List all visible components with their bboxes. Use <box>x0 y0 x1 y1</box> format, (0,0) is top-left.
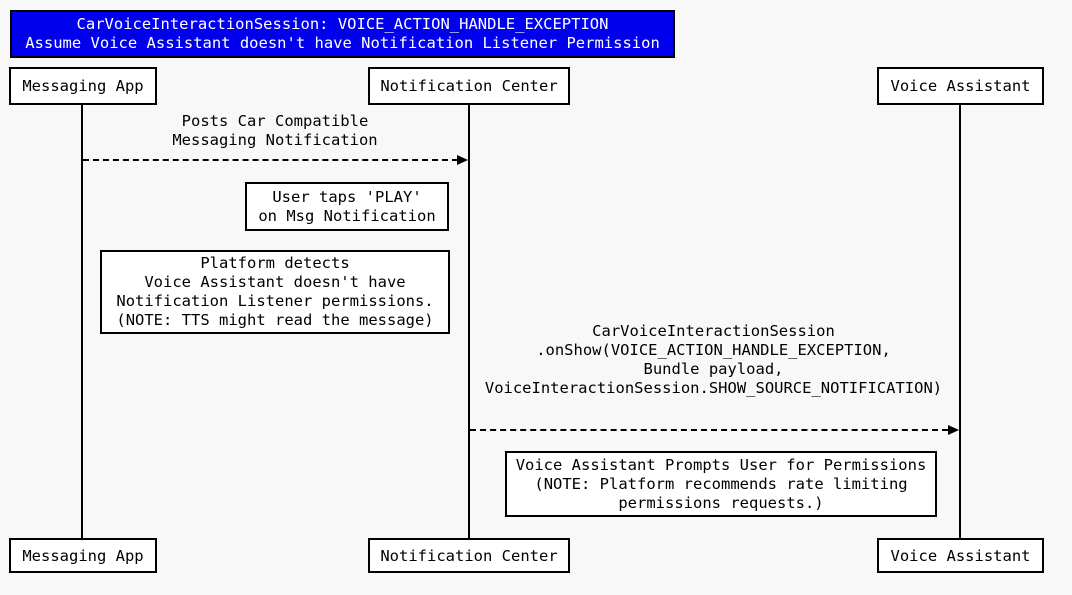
lifeline-messaging-app <box>81 105 83 538</box>
note-platform-detects: Platform detects Voice Assistant doesn't… <box>100 250 450 334</box>
note-line: Voice Assistant Prompts User for Permiss… <box>515 455 927 474</box>
participant-label: Messaging App <box>22 546 144 565</box>
message-label-post-notification: Posts Car Compatible Messaging Notificat… <box>85 112 465 150</box>
note-permission-prompt: Voice Assistant Prompts User for Permiss… <box>505 451 937 517</box>
participant-bottom-messaging-app: Messaging App <box>9 538 157 573</box>
note-user-taps-play: User taps 'PLAY' on Msg Notification <box>245 182 449 231</box>
diagram-title-line-1: CarVoiceInteractionSession: VOICE_ACTION… <box>76 15 609 33</box>
note-line: Platform detects <box>200 254 350 272</box>
participant-label: Notification Center <box>380 77 558 95</box>
participant-bottom-notification-center: Notification Center <box>368 538 570 573</box>
note-line: on Msg Notification <box>258 206 436 225</box>
participant-top-messaging-app: Messaging App <box>9 67 157 105</box>
participant-label: Messaging App <box>22 77 144 95</box>
diagram-title-line-2: Assume Voice Assistant doesn't have Noti… <box>25 34 660 52</box>
message-label-on-show: CarVoiceInteractionSession .onShow(VOICE… <box>468 322 959 398</box>
message-arrow-on-show <box>470 429 948 431</box>
participant-label: Voice Assistant <box>890 77 1031 95</box>
arrowhead-right-icon <box>948 425 959 435</box>
lifeline-notification-center <box>468 105 470 538</box>
note-line: User taps 'PLAY' <box>272 187 422 206</box>
note-line: permissions requests.) <box>618 493 824 512</box>
participant-bottom-voice-assistant: Voice Assistant <box>877 538 1044 573</box>
lifeline-voice-assistant <box>959 105 961 538</box>
participant-label: Voice Assistant <box>890 546 1031 565</box>
message-arrow-post-notification <box>83 159 458 161</box>
message-line: Bundle payload, <box>643 360 784 378</box>
message-line: Messaging Notification <box>172 131 378 149</box>
diagram-title: CarVoiceInteractionSession: VOICE_ACTION… <box>10 10 675 58</box>
participant-label: Notification Center <box>380 546 558 565</box>
message-line: VoiceInteractionSession.SHOW_SOURCE_NOTI… <box>484 379 943 397</box>
note-line: (NOTE: Platform recommends rate limiting <box>534 474 908 493</box>
message-line: CarVoiceInteractionSession <box>592 322 835 340</box>
message-line: .onShow(VOICE_ACTION_HANDLE_EXCEPTION, <box>536 341 891 359</box>
note-line: Voice Assistant doesn't have <box>144 273 406 291</box>
participant-top-voice-assistant: Voice Assistant <box>877 67 1044 105</box>
participant-top-notification-center: Notification Center <box>368 67 570 105</box>
note-line: (NOTE: TTS might read the message) <box>116 311 434 329</box>
message-line: Posts Car Compatible <box>181 112 369 130</box>
arrowhead-right-icon <box>457 155 468 165</box>
note-line: Notification Listener permissions. <box>116 292 434 310</box>
